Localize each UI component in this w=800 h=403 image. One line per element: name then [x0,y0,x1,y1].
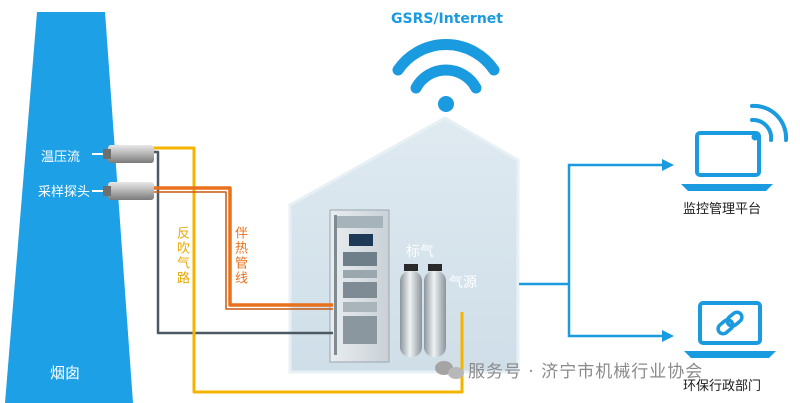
destination-label-epa: 环保行政部门 [683,379,762,394]
chimney [5,12,133,403]
arrowheads [662,159,674,342]
network-label: GSRS/Internet [391,11,503,27]
watermark-text: 服务号 · 济宁市机械行业协会 [468,362,704,382]
sampling-probe [92,182,154,200]
pipe-heated [152,186,333,307]
heated-line-label: 伴热管线 [232,226,247,286]
backflush-label: 反吹气路 [174,226,189,286]
gas-source-label: 气源 [449,275,477,291]
wifi-icon [392,39,500,112]
port-label-sampling-probe: 采样探头 [38,185,91,200]
laptop-wifi-icon [681,103,789,191]
network-lines [519,163,662,338]
std-gas-label: 标气 [406,244,434,260]
chimney-label: 烟囱 [50,364,81,382]
pipe-lines [150,146,464,394]
analyzer-cabinet [329,209,390,363]
port-label-temp-pressure-flow: 温压流 [41,150,81,165]
destination-label-platform: 监控管理平台 [683,202,762,217]
chat-watermark-icon [435,361,464,379]
gas-cylinders [400,264,446,357]
temp-pressure-flow-probe [92,145,154,163]
laptop-link-icon [684,301,776,358]
pipe-gray [152,150,333,335]
pipe-backflush [150,146,464,394]
